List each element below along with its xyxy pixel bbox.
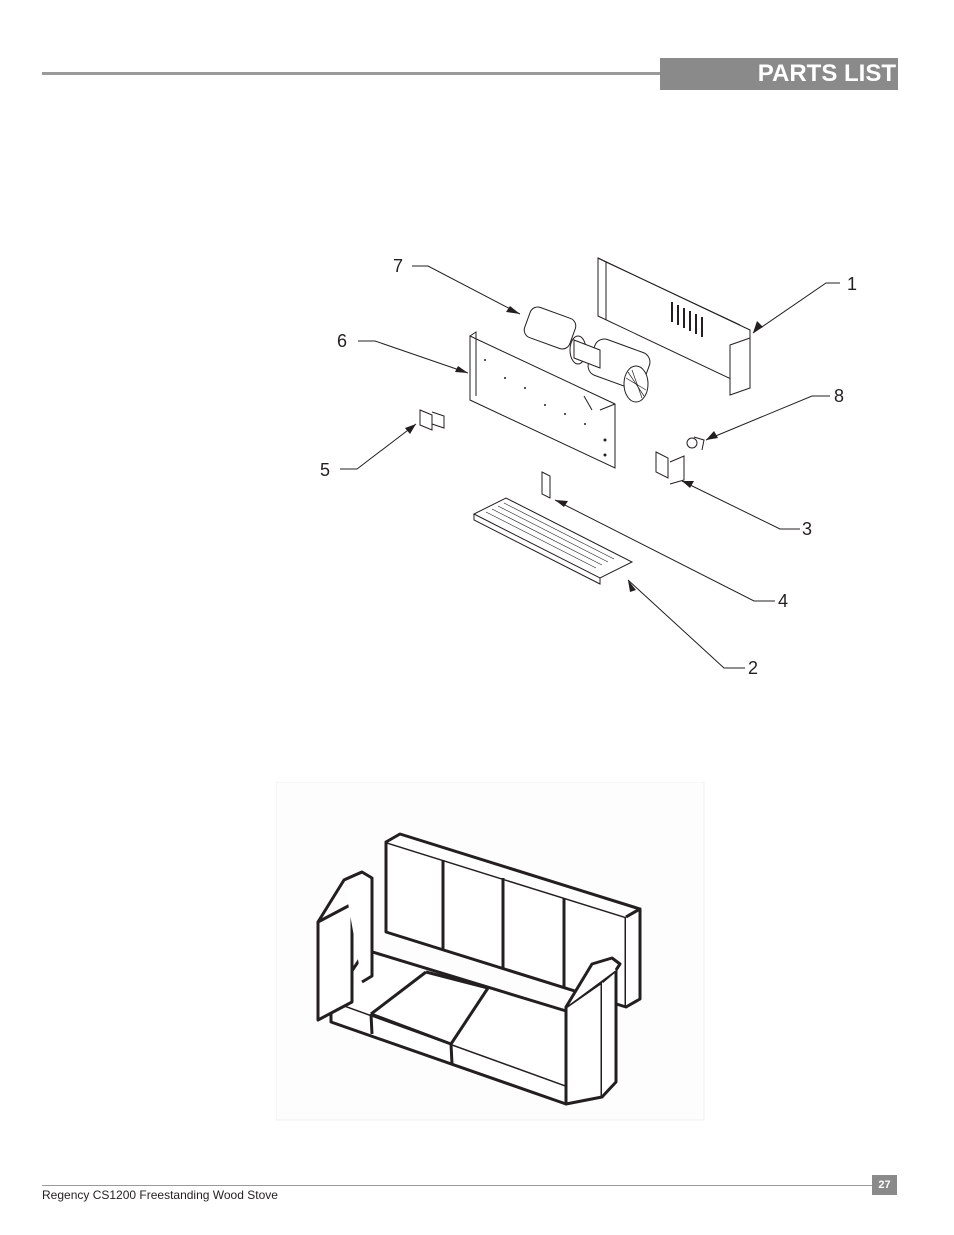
callout-8: 8: [834, 386, 845, 406]
callout-5: 5: [320, 460, 331, 480]
footer-rule: [42, 1185, 872, 1186]
callout-7: 7: [393, 256, 404, 276]
firebrick-diagram: [276, 782, 705, 1121]
blower-assembly-diagram: [340, 257, 840, 669]
callout-4: 4: [778, 591, 789, 611]
page-number: 27: [872, 1175, 897, 1195]
callout-6: 6: [337, 331, 348, 351]
section-title: PARTS LIST: [660, 58, 898, 90]
callout-3: 3: [802, 519, 813, 539]
callout-1: 1: [847, 274, 858, 294]
callout-2: 2: [748, 658, 759, 678]
footer-product: Regency CS1200 Freestanding Wood Stove: [42, 1188, 278, 1202]
header-rule: [42, 72, 662, 75]
